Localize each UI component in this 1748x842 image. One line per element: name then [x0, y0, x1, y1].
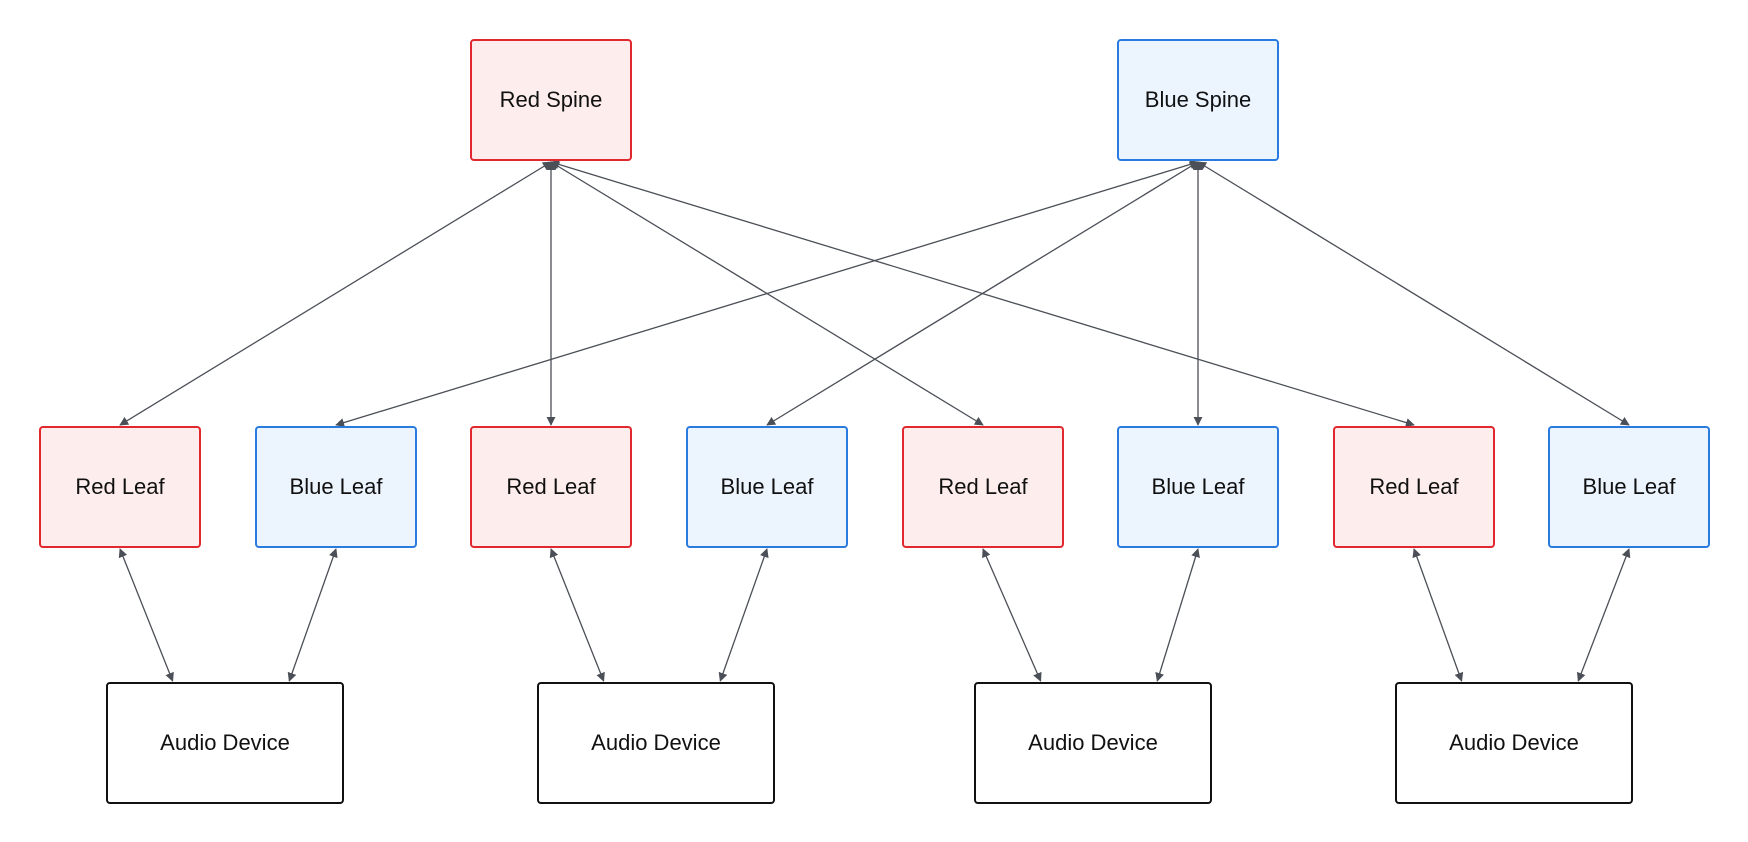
node-label: Blue Leaf — [1151, 474, 1245, 499]
node-label: Audio Device — [1449, 730, 1579, 755]
red-spine-node[interactable]: Red Spine — [470, 39, 632, 161]
node-label: Red Spine — [499, 87, 603, 112]
red-leaf-node[interactable]: Red Leaf — [39, 426, 201, 548]
node-label: Blue Spine — [1144, 87, 1252, 112]
red-leaf-node[interactable]: Red Leaf — [1333, 426, 1495, 548]
node-label: Red Leaf — [1369, 474, 1459, 499]
node-label: Audio Device — [160, 730, 290, 755]
node-label: Audio Device — [1028, 730, 1158, 755]
spine-leaf-link — [119, 161, 552, 426]
leaf-device-link — [982, 548, 1042, 682]
node-label: Blue Leaf — [289, 474, 383, 499]
leaf-device-link — [1155, 548, 1200, 682]
leaf-device-link — [118, 548, 174, 682]
spine-leaf-link — [335, 160, 1199, 427]
red-leaf-node[interactable]: Red Leaf — [470, 426, 632, 548]
leaf-device-link — [287, 548, 338, 682]
spine-leaf-link — [766, 161, 1199, 426]
blue-leaf-node[interactable]: Blue Leaf — [686, 426, 848, 548]
blue-spine-node[interactable]: Blue Spine — [1117, 39, 1279, 161]
blue-leaf-node[interactable]: Blue Leaf — [1548, 426, 1710, 548]
node-label: Red Leaf — [506, 474, 596, 499]
node-label: Red Leaf — [75, 474, 165, 499]
blue-leaf-node[interactable]: Blue Leaf — [255, 426, 417, 548]
audio-device-node[interactable]: Audio Device — [1395, 682, 1633, 804]
leaf-device-link — [1576, 548, 1631, 682]
leaf-device-link — [718, 548, 769, 682]
audio-device-node[interactable]: Audio Device — [106, 682, 344, 804]
red-leaf-node[interactable]: Red Leaf — [902, 426, 1064, 548]
node-label: Red Leaf — [938, 474, 1028, 499]
node-label: Blue Leaf — [720, 474, 814, 499]
node-label: Audio Device — [591, 730, 721, 755]
leaf-device-link — [549, 548, 605, 682]
audio-device-node[interactable]: Audio Device — [537, 682, 775, 804]
audio-device-node[interactable]: Audio Device — [974, 682, 1212, 804]
spine-leaf-link — [1197, 161, 1630, 426]
blue-leaf-node[interactable]: Blue Leaf — [1117, 426, 1279, 548]
node-label: Blue Leaf — [1582, 474, 1676, 499]
leaf-device-link — [1412, 548, 1464, 682]
